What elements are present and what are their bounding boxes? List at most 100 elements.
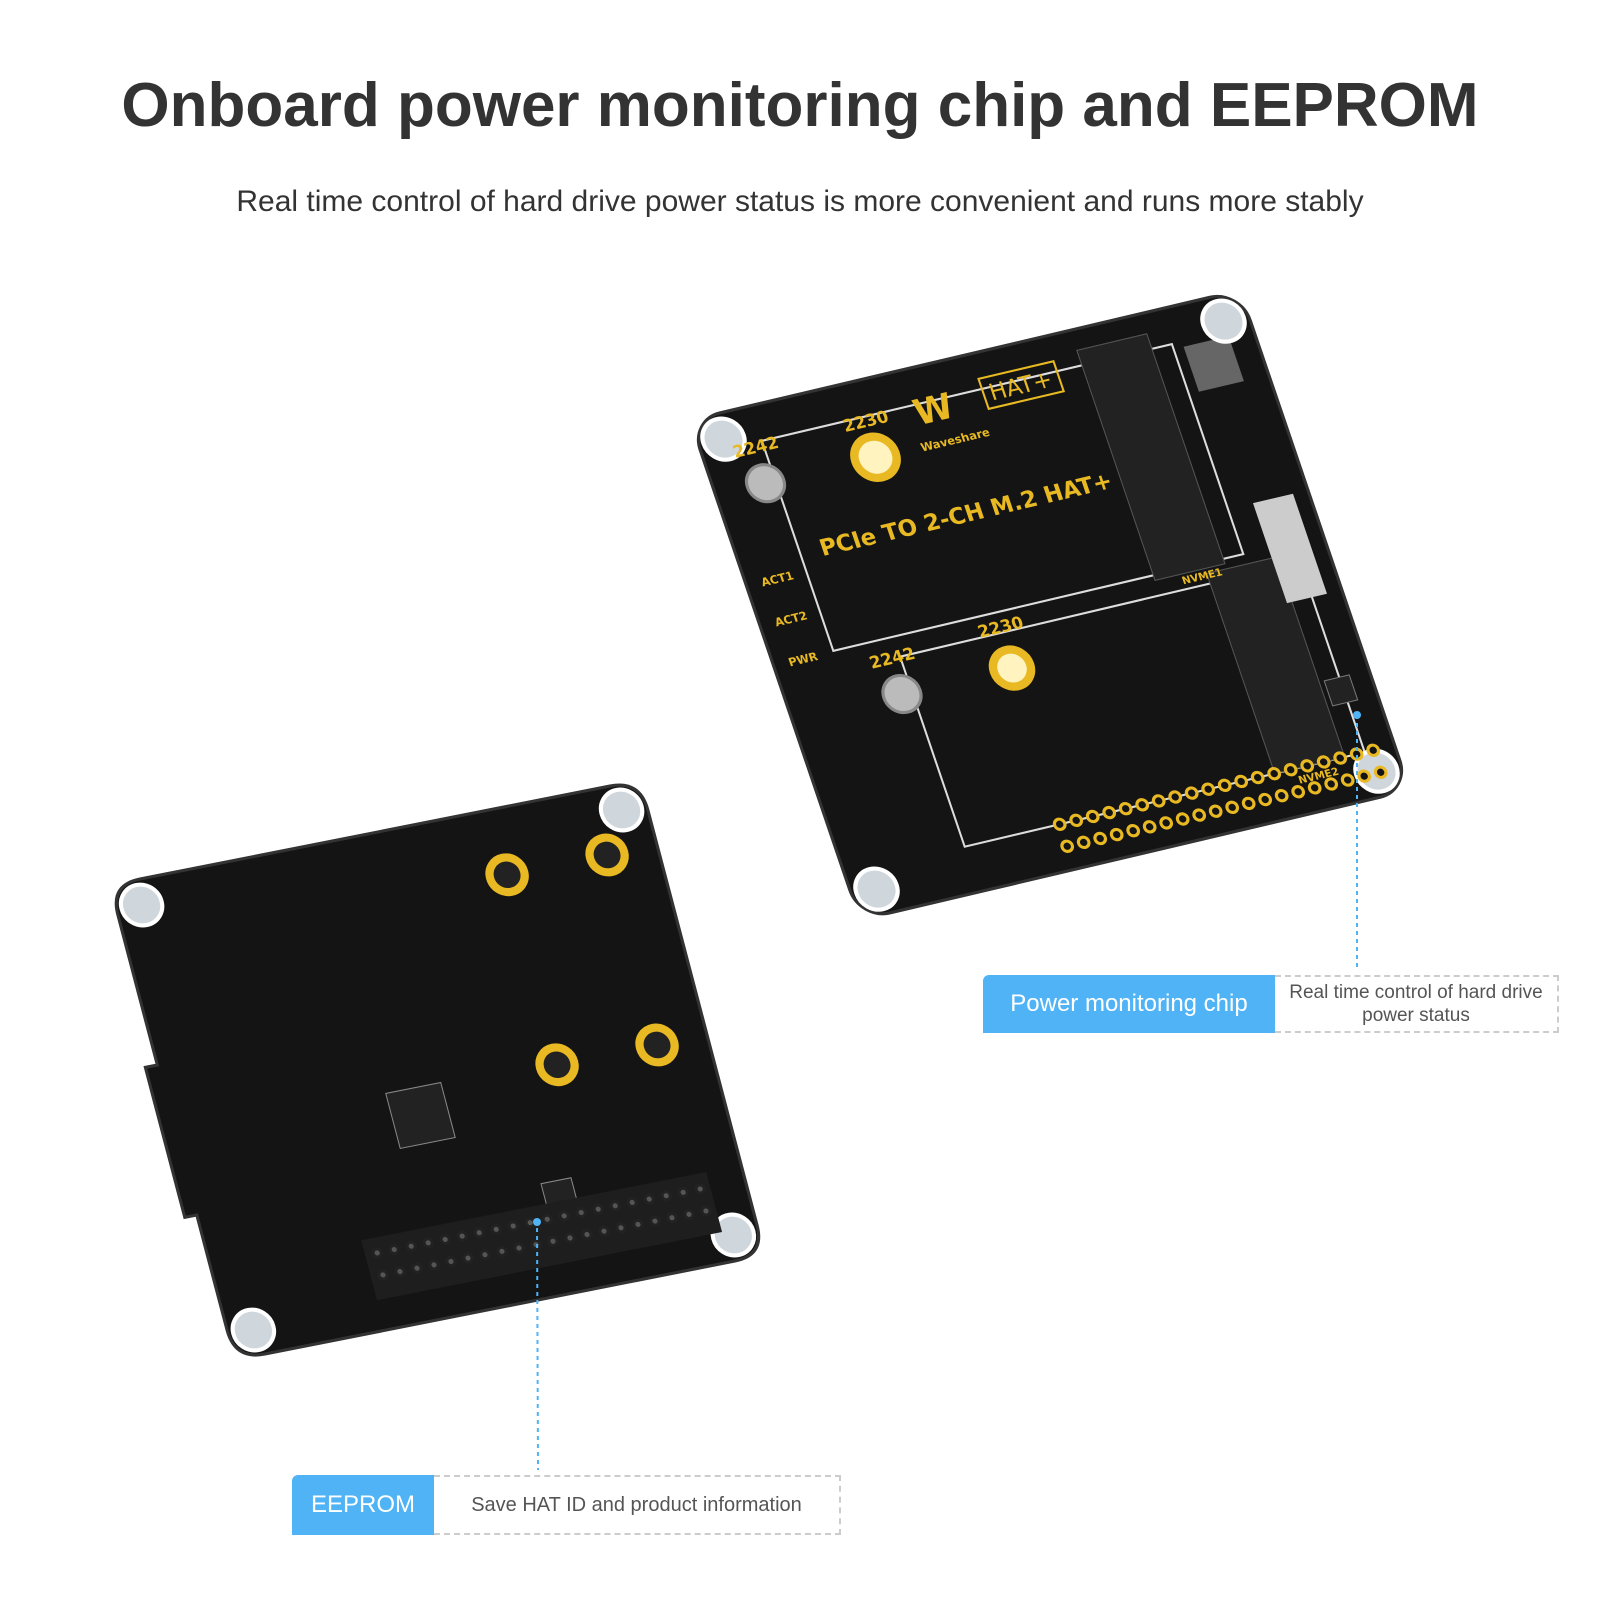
gpio-pin [1076,835,1091,850]
gpio-pin [1340,773,1355,787]
gpio-pin [1267,766,1282,781]
gpio-pin [1093,831,1108,846]
gpio-pin [564,1232,576,1244]
gpio-pin [1241,796,1256,811]
page-subtitle: Real time control of hard drive power st… [236,185,1364,218]
gpio-pin [1357,769,1372,783]
gpio-pin [649,1215,661,1227]
gpio-pin [405,1240,417,1252]
gpio-pin [1159,816,1174,830]
callout-label: EEPROM [292,1475,434,1535]
gpio-pin [1373,765,1388,779]
gpio-pin [490,1223,502,1235]
gpio-pin [1316,755,1331,769]
gpio-pin [683,1208,695,1220]
gpio-pin [575,1206,587,1219]
gpio-pin [1283,763,1298,777]
gpio-pin [445,1255,457,1268]
gpio-pin [1250,770,1265,785]
pcie-switch-chip [385,1081,456,1150]
gpio-pin [1192,808,1207,822]
gpio-pin [1102,805,1117,820]
gpio-pin [632,1218,644,1231]
callout-dot [533,1218,541,1226]
callout-dot [1353,711,1361,719]
gpio-pin [643,1193,655,1205]
gpio-pin [1201,782,1216,796]
callout-leader-eeprom [536,1219,539,1471]
gpio-pin [1109,827,1124,842]
gpio-pin [700,1205,712,1217]
gpio-pin [377,1269,389,1281]
m2-connector-1[interactable] [1076,333,1226,581]
led-pwr: PWR [786,649,819,669]
mount-hole [598,787,645,833]
gpio-pin [1142,820,1157,834]
mount-hole [1200,298,1247,344]
gpio-pin [428,1259,440,1271]
gpio-pin [1366,743,1381,757]
gpio-pin [592,1203,604,1215]
standoff-2242 [744,463,787,504]
gpio-pin [609,1200,621,1212]
gpio-pin [581,1228,593,1241]
gpio-pin [1217,778,1232,792]
gpio-pin [547,1235,559,1247]
gpio-pin [1175,812,1190,826]
gpio-pin [456,1230,468,1242]
slot-outline-1 [760,342,1245,653]
gpio-pin [1208,804,1223,818]
gpio-pin [1135,798,1150,812]
gpio-pin [530,1239,542,1251]
gpio-pin [1085,809,1100,824]
standoff-2230 [988,645,1036,691]
gpio-pin [1291,785,1306,799]
gpio-pin [1258,792,1273,807]
callout-label: Power monitoring chip [983,975,1275,1033]
standoff-2242 [881,674,923,715]
gpio-pin [507,1220,519,1232]
gpio-pin [1184,786,1199,800]
inductor [1183,336,1244,392]
gpio-pin [598,1225,610,1237]
gpio-pin [1126,824,1141,838]
gpio-pin [1052,817,1067,831]
gpio-pin [1324,777,1339,791]
gpio-pin [541,1213,553,1225]
mount-hole [230,1307,277,1353]
gpio-pads [1052,743,1388,853]
gpio-pin [371,1247,383,1259]
gpio-pin [1151,794,1166,808]
gpio-pin [1168,790,1183,804]
gpio-pin [422,1237,434,1249]
page-title: Onboard power monitoring chip and EEPROM [121,71,1479,140]
power-monitoring-chip [1323,674,1359,707]
gpio-pin [1069,813,1084,828]
hat-board-front: 2242 2230 2242 2230 W Waveshare HAT+ PCI… [696,294,1404,916]
gpio-pin [1225,800,1240,814]
gpio-pin [411,1262,423,1274]
gpio-pin [660,1190,672,1202]
gpio-pin [677,1186,689,1198]
mount-hole [853,866,900,912]
gpio-pin [388,1243,400,1256]
fpc-connector[interactable] [1253,493,1328,604]
gpio-pin [694,1183,706,1195]
mount-hole [700,416,747,462]
callout-description: Real time control of hard drive power st… [1275,975,1559,1033]
mount-hole [118,882,165,928]
callout-description: Save HAT ID and product information [434,1475,841,1535]
gpio-pin [473,1227,485,1239]
gpio-pin [1307,781,1322,795]
gpio-pin [496,1245,508,1257]
gpio-pin [558,1210,570,1222]
gpio-pin [513,1242,525,1254]
gpio-pin [462,1252,474,1264]
gpio-pin [1060,839,1075,853]
gpio-pin [479,1249,491,1261]
gpio-pin [666,1212,678,1224]
gpio-pin [439,1233,451,1246]
gpio-pin [394,1265,406,1278]
callout-power-monitoring-chip: Power monitoring chip Real time control … [983,975,1559,1033]
